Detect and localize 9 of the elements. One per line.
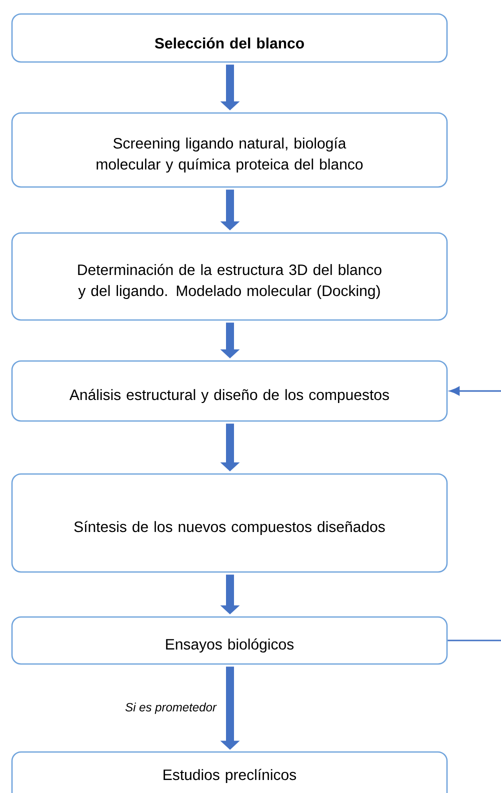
process-box: Screening ligando natural, biología molecular y química proteica del blanco <box>11 112 448 188</box>
process-box: Análisis estructural y diseño de los compuestos <box>11 360 448 422</box>
process-box: Selección del blanco <box>11 13 448 63</box>
process-box: Determinación de la estructura 3D del blanco y del ligando. Modelado molecular (Docking) <box>11 232 448 321</box>
process-box: Ensayos biológicos <box>11 616 448 665</box>
process-box: Síntesis de los nuevos compuestos diseñados <box>11 473 448 573</box>
edge-label: Si es prometedor <box>125 702 217 714</box>
process-box: Estudios preclínicos <box>11 751 448 793</box>
feedback-arrow <box>448 386 501 642</box>
